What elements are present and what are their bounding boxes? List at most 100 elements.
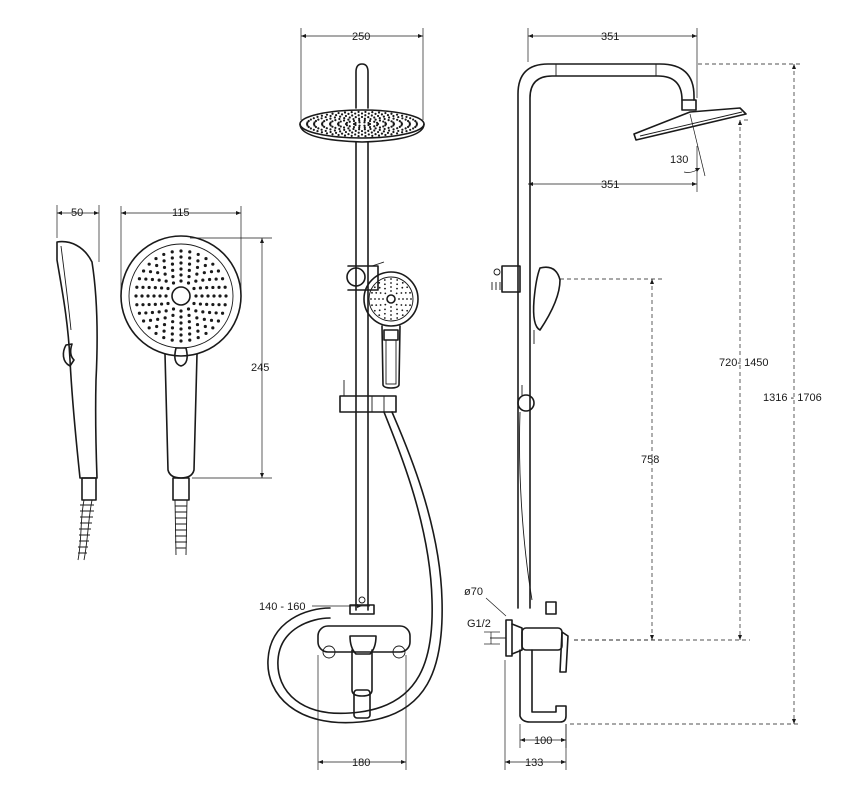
nozzle-dot <box>404 118 407 121</box>
dim-inlet-spacing: 180 <box>317 655 407 770</box>
nozzle-dot <box>150 310 155 315</box>
nozzle-dot <box>211 285 215 290</box>
nozzle-dot <box>331 112 334 115</box>
nozzle-dot <box>352 117 355 121</box>
nozzle-dot <box>179 309 183 313</box>
nozzle-dot <box>333 129 337 132</box>
nozzle-dot <box>406 286 409 289</box>
nozzle-dot <box>179 339 183 343</box>
nozzle-dot <box>383 127 386 131</box>
dim-escutcheon: ø70 <box>464 586 507 617</box>
nozzle-dot <box>206 294 210 298</box>
nozzle-dot <box>408 124 411 127</box>
nozzle-dot <box>352 125 356 129</box>
nozzle-dot <box>360 133 364 136</box>
nozzle-dot <box>387 126 390 130</box>
nozzle-dot <box>200 294 204 298</box>
nozzle-dot <box>163 316 167 320</box>
nozzle-dot <box>343 117 346 120</box>
nozzle-dot <box>392 124 395 127</box>
nozzle-dot <box>358 121 361 124</box>
nozzle-dot <box>396 283 399 286</box>
nozzle-dot <box>390 286 392 288</box>
nozzle-dot <box>400 304 403 306</box>
nozzle-dot <box>374 133 377 136</box>
nozzle-dot <box>320 131 324 134</box>
nozzle-dot <box>141 285 145 289</box>
nozzle-dot <box>198 286 202 290</box>
nozzle-dot <box>141 303 145 307</box>
nozzle-dot <box>402 298 404 300</box>
nozzle-dot <box>377 134 381 137</box>
nozzle-dot <box>347 127 350 130</box>
dim-label-245: 245 <box>251 362 269 374</box>
nozzle-dot <box>196 335 200 340</box>
nozzle-dot <box>396 308 398 311</box>
nozzle-dot <box>220 311 225 315</box>
nozzle-dot <box>170 338 174 342</box>
nozzle-dot <box>364 110 367 114</box>
nozzle-dot <box>211 326 215 330</box>
nozzle-dot <box>196 252 200 257</box>
nozzle-dot <box>334 114 338 117</box>
dim-label-1316-1706: 1316 - 1706 <box>763 392 822 404</box>
nozzle-dot <box>371 134 374 137</box>
nozzle-dot <box>384 303 387 306</box>
nozzle-dot <box>155 263 159 268</box>
nozzle-dot <box>383 283 386 286</box>
nozzle-dot <box>409 117 412 120</box>
nozzle-dot <box>405 130 408 133</box>
nozzle-dot <box>367 116 370 119</box>
nozzle-dot <box>223 285 227 289</box>
nozzle-dot <box>203 263 207 268</box>
nozzle-dot <box>209 318 214 322</box>
dim-holder-height: 758 <box>560 278 662 641</box>
nozzle-dot <box>170 332 174 336</box>
nozzle-dot <box>187 326 192 330</box>
nozzle-dot <box>374 112 377 115</box>
nozzle-dot <box>390 133 393 136</box>
nozzle-dot <box>409 291 411 294</box>
nozzle-dot <box>216 269 221 273</box>
nozzle-dot <box>135 285 139 289</box>
nozzle-dot <box>156 317 160 321</box>
nozzle-dot <box>367 112 370 115</box>
nozzle-dot <box>363 128 366 131</box>
nozzle-dot <box>373 286 376 289</box>
nozzle-dot <box>398 125 401 128</box>
nozzle-dot <box>347 118 350 121</box>
dim-column-adjust: 720- 1450 <box>574 119 769 641</box>
nozzle-dot <box>329 121 332 124</box>
nozzle-dot <box>192 301 196 306</box>
nozzle-dot <box>339 130 342 133</box>
dim-label-140-160: 140 - 160 <box>259 601 305 613</box>
nozzle-dot <box>334 131 338 134</box>
nozzle-dot <box>397 129 400 133</box>
dim-handset-face-width: 115 <box>120 206 242 292</box>
nozzle-dot <box>195 272 199 276</box>
nozzle-dot <box>363 124 366 127</box>
nozzle-dot <box>384 308 386 311</box>
nozzle-dot <box>218 294 222 298</box>
nozzle-dot <box>373 125 376 128</box>
nozzle-dot <box>347 133 350 136</box>
nozzle-dot <box>401 314 404 317</box>
nozzle-dot <box>406 119 410 123</box>
nozzle-dot <box>379 292 382 294</box>
front-view-shower-system <box>267 63 443 724</box>
nozzle-dot <box>217 303 221 307</box>
handset-front-view <box>120 235 242 556</box>
nozzle-dot <box>147 285 151 290</box>
nozzle-dot <box>401 117 404 120</box>
nozzle-dot <box>395 303 398 306</box>
nozzle-dot <box>358 119 361 122</box>
nozzle-dot <box>398 120 401 123</box>
nozzle-dot <box>390 120 393 123</box>
nozzle-dot <box>412 118 415 121</box>
nozzle-dot <box>357 134 360 138</box>
nozzle-dot <box>368 125 372 129</box>
nozzle-dot <box>409 304 411 307</box>
nozzle-dot <box>404 127 407 130</box>
nozzle-dot <box>378 281 381 284</box>
nozzle-dot <box>154 256 158 261</box>
